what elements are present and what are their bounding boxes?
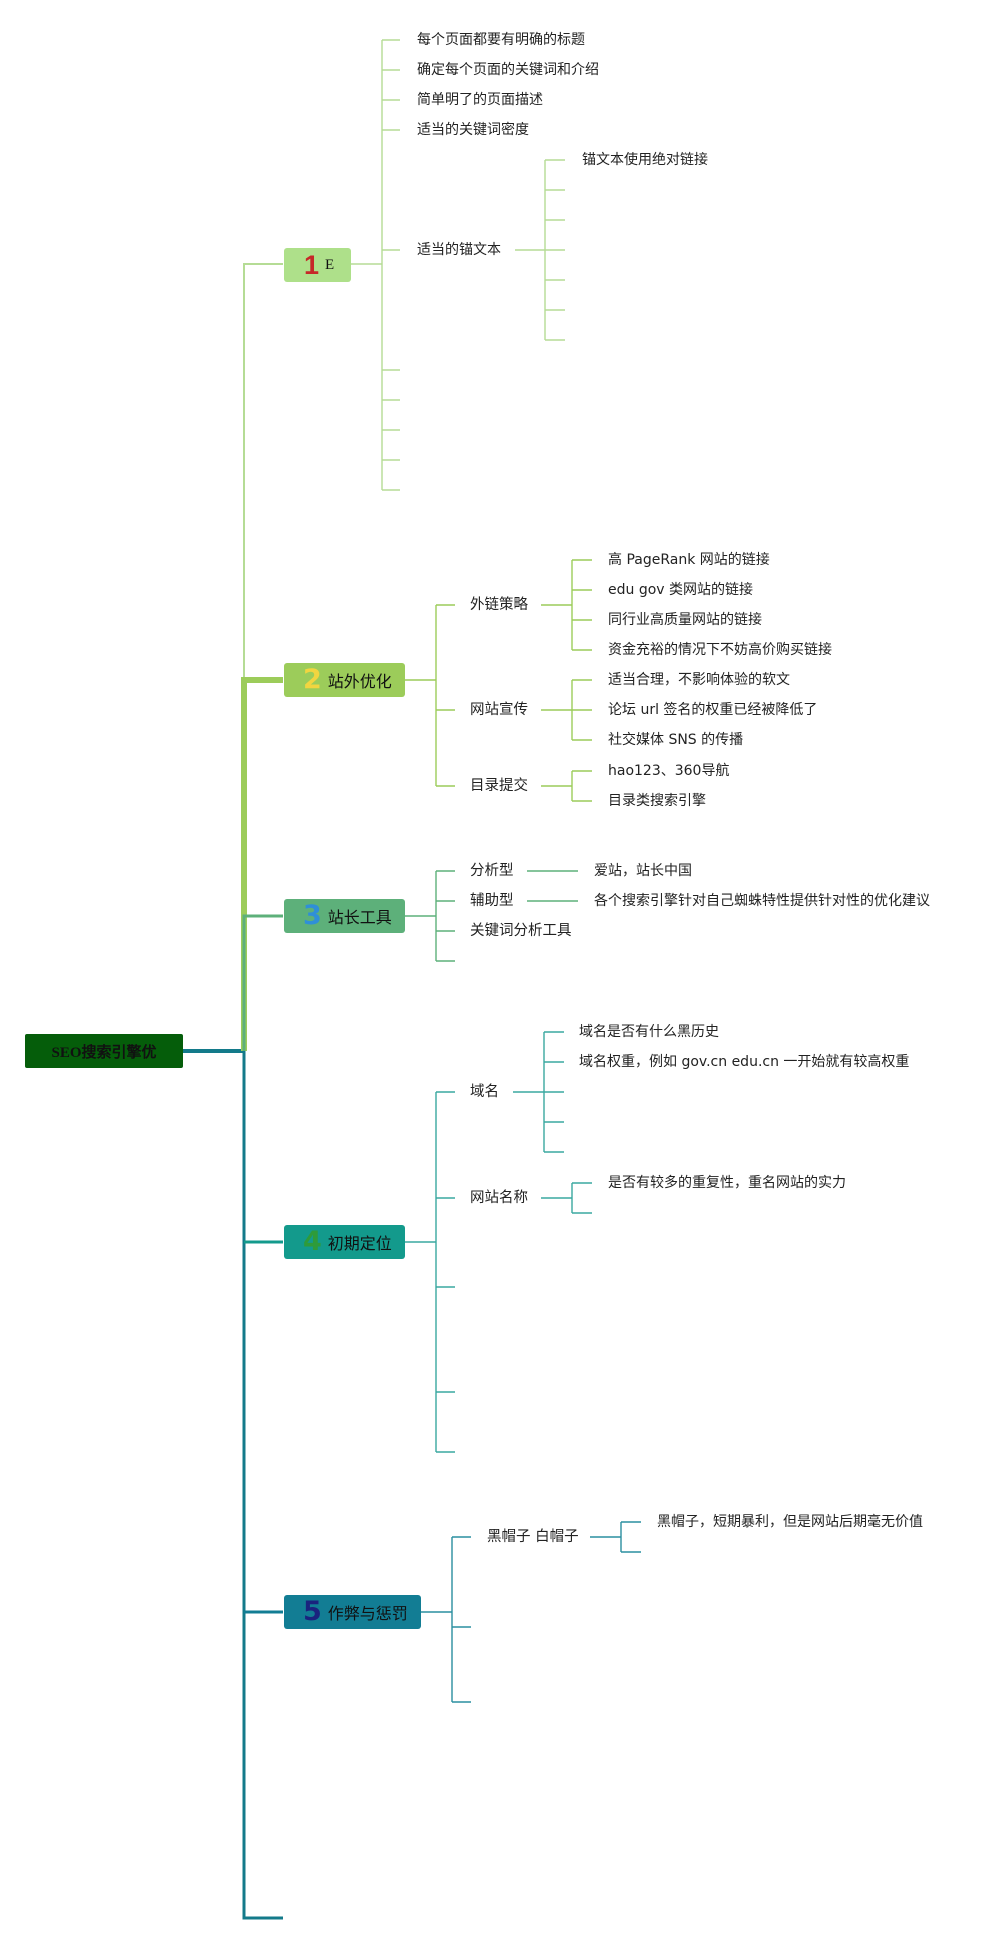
leaf-item: 域名是否有什么黑历史 xyxy=(579,1024,719,1040)
branch-2-label: 站外优化 xyxy=(327,672,392,691)
branch-4-node[interactable]: 4 初期定位 xyxy=(284,1225,405,1259)
group-label: 辅助型 xyxy=(470,893,514,909)
branch-4-label: 初期定位 xyxy=(327,1234,392,1253)
leaf-item: 资金充裕的情况下不妨高价购买链接 xyxy=(608,642,832,658)
branch-1-label: E xyxy=(325,256,335,273)
branch-5-label: 作弊与惩罚 xyxy=(327,1604,408,1623)
group-label: 网站名称 xyxy=(470,1190,528,1206)
leaf-item: 黑帽子，短期暴利，但是网站后期毫无价值 xyxy=(657,1514,923,1530)
group-label: 黑帽子 白帽子 xyxy=(487,1529,579,1545)
group-label: 域名 xyxy=(470,1084,499,1100)
group-label: 外链策略 xyxy=(470,597,528,613)
leaf-item: 爱站，站长中国 xyxy=(594,863,692,879)
leaf-item: 高 PageRank 网站的链接 xyxy=(608,552,770,568)
leaf-item: 目录类搜索引擎 xyxy=(608,793,706,809)
branch-1-number: 1 xyxy=(304,250,320,280)
branch-4-number: 4 xyxy=(303,1226,322,1257)
root-node[interactable]: SEO搜索引擎优 xyxy=(25,1034,183,1068)
group-label: 关键词分析工具 xyxy=(470,923,572,939)
branch-2-number: 2 xyxy=(303,664,322,695)
branch-3-label: 站长工具 xyxy=(327,908,392,927)
branch-5-node[interactable]: 5 作弊与惩罚 xyxy=(284,1595,421,1629)
anchor-text-item: 锚文本使用绝对链接 xyxy=(582,152,708,168)
group-label: 网站宣传 xyxy=(470,702,528,718)
root-label: SEO搜索引擎优 xyxy=(51,1044,157,1061)
leaf-item: 同行业高质量网站的链接 xyxy=(608,612,762,628)
group-label: 目录提交 xyxy=(470,778,528,794)
branch-1-item: 确定每个页面的关键词和介绍 xyxy=(417,62,599,78)
leaf-item: 域名权重，例如 gov.cn edu.cn 一开始就有较高权重 xyxy=(579,1054,910,1070)
branch-2-node[interactable]: 2 站外优化 xyxy=(284,663,405,697)
branch-1-item: 简单明了的页面描述 xyxy=(417,92,543,108)
branch-1-node[interactable]: 1 E xyxy=(284,248,351,282)
leaf-item: 各个搜索引擎针对自己蜘蛛特性提供针对性的优化建议 xyxy=(594,893,930,909)
leaf-item: 是否有较多的重复性，重名网站的实力 xyxy=(608,1175,846,1191)
leaf-item: edu gov 类网站的链接 xyxy=(608,582,754,598)
leaf-item: 适当合理，不影响体验的软文 xyxy=(608,672,790,688)
branch-5-number: 5 xyxy=(303,1596,322,1627)
leaf-item: 社交媒体 SNS 的传播 xyxy=(608,732,744,748)
branch-3-number: 3 xyxy=(303,900,322,931)
branch-1-item: 适当的锚文本 xyxy=(417,242,501,258)
branch-1-item: 每个页面都要有明确的标题 xyxy=(417,32,585,48)
leaf-item: hao123、360导航 xyxy=(608,763,730,779)
leaf-item: 论坛 url 签名的权重已经被降低了 xyxy=(608,702,818,718)
branch-1-item: 适当的关键词密度 xyxy=(417,122,529,138)
branch-3-node[interactable]: 3 站长工具 xyxy=(284,899,405,933)
group-label: 分析型 xyxy=(470,863,514,879)
